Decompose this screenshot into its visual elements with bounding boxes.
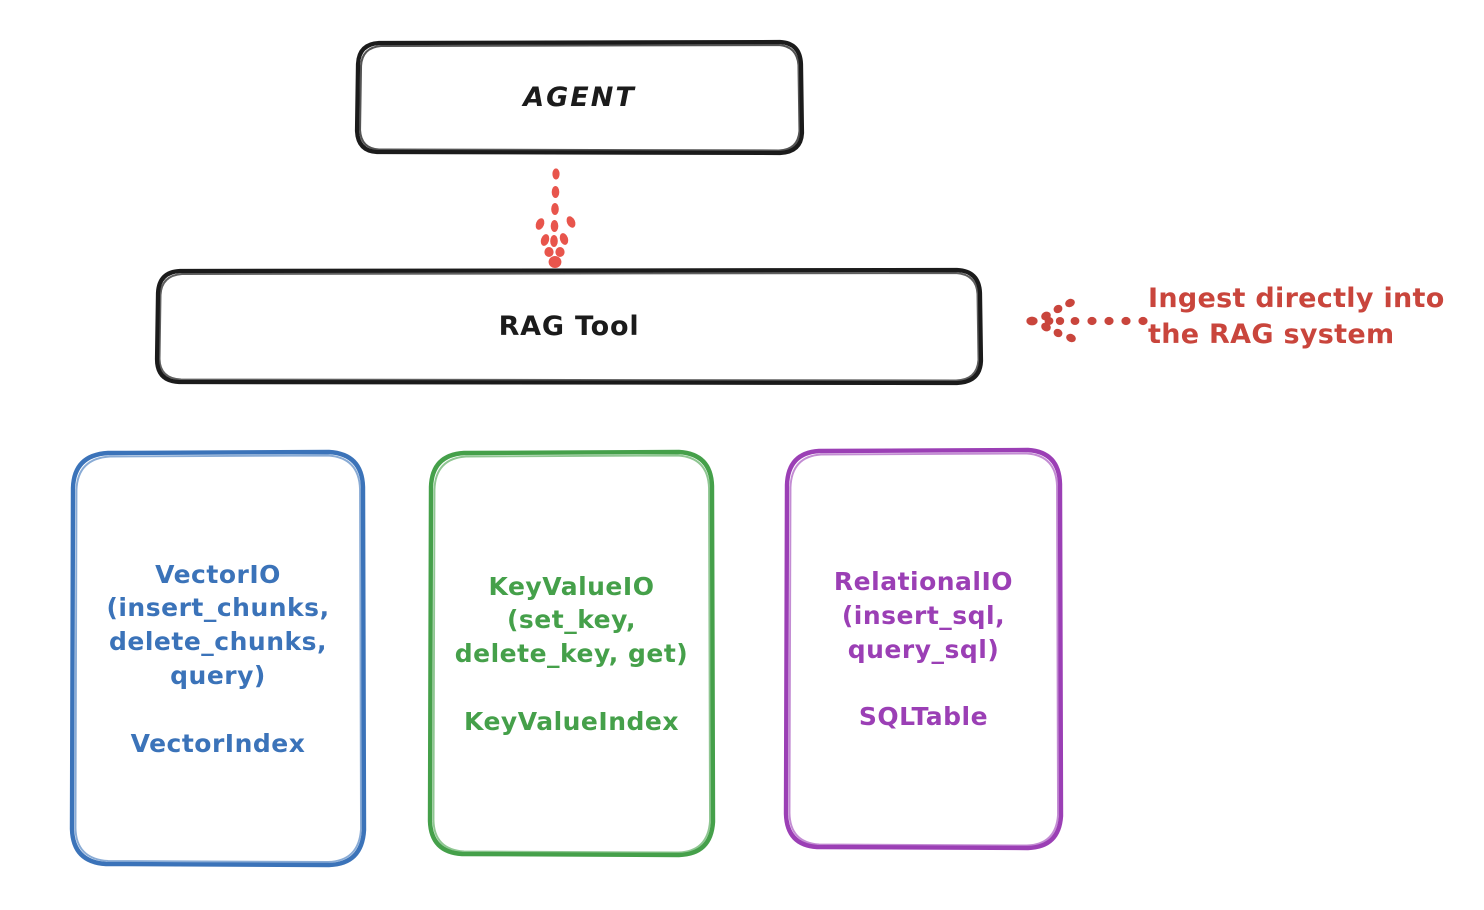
relational-io-node[interactable]: RelationalIO (insert_sql, query_sql) SQL… [786,450,1061,849]
key-value-io-api-label: KeyValueIO (set_key, delete_key, get) [454,571,689,669]
agent-to-rag-tool-arrow [535,168,576,268]
key-value-io-node[interactable]: KeyValueIO (set_key, delete_key, get) Ke… [430,452,713,856]
key-value-index-label: KeyValueIndex [464,706,679,736]
vector-io-box-outline [69,449,367,868]
agent-box-outline [354,39,805,156]
rag-tool-label: RAG Tool [498,311,640,343]
relational-io-api-label: RelationalIO (insert_sql, query_sql) [833,567,1014,664]
sql-table-label: SQLTable [858,702,989,732]
vector-io-node[interactable]: VectorIO (insert_chunks, delete_chunks, … [72,452,364,866]
ingest-to-rag-tool-arrow [1026,298,1148,343]
agent-node[interactable]: AGENT [357,42,802,154]
ingest-annotation-label: Ingest directly into the RAG system [1148,283,1445,350]
vector-io-api-label: VectorIO (insert_chunks, delete_chunks, … [106,559,330,690]
relational-io-box-outline [783,447,1064,851]
key-value-io-box-outline [427,449,716,858]
agent-label: AGENT [523,82,636,114]
rag-tool-node[interactable]: RAG Tool [157,270,981,384]
rag-tool-box-outline [154,267,984,386]
vector-index-label: VectorIndex [130,728,306,758]
